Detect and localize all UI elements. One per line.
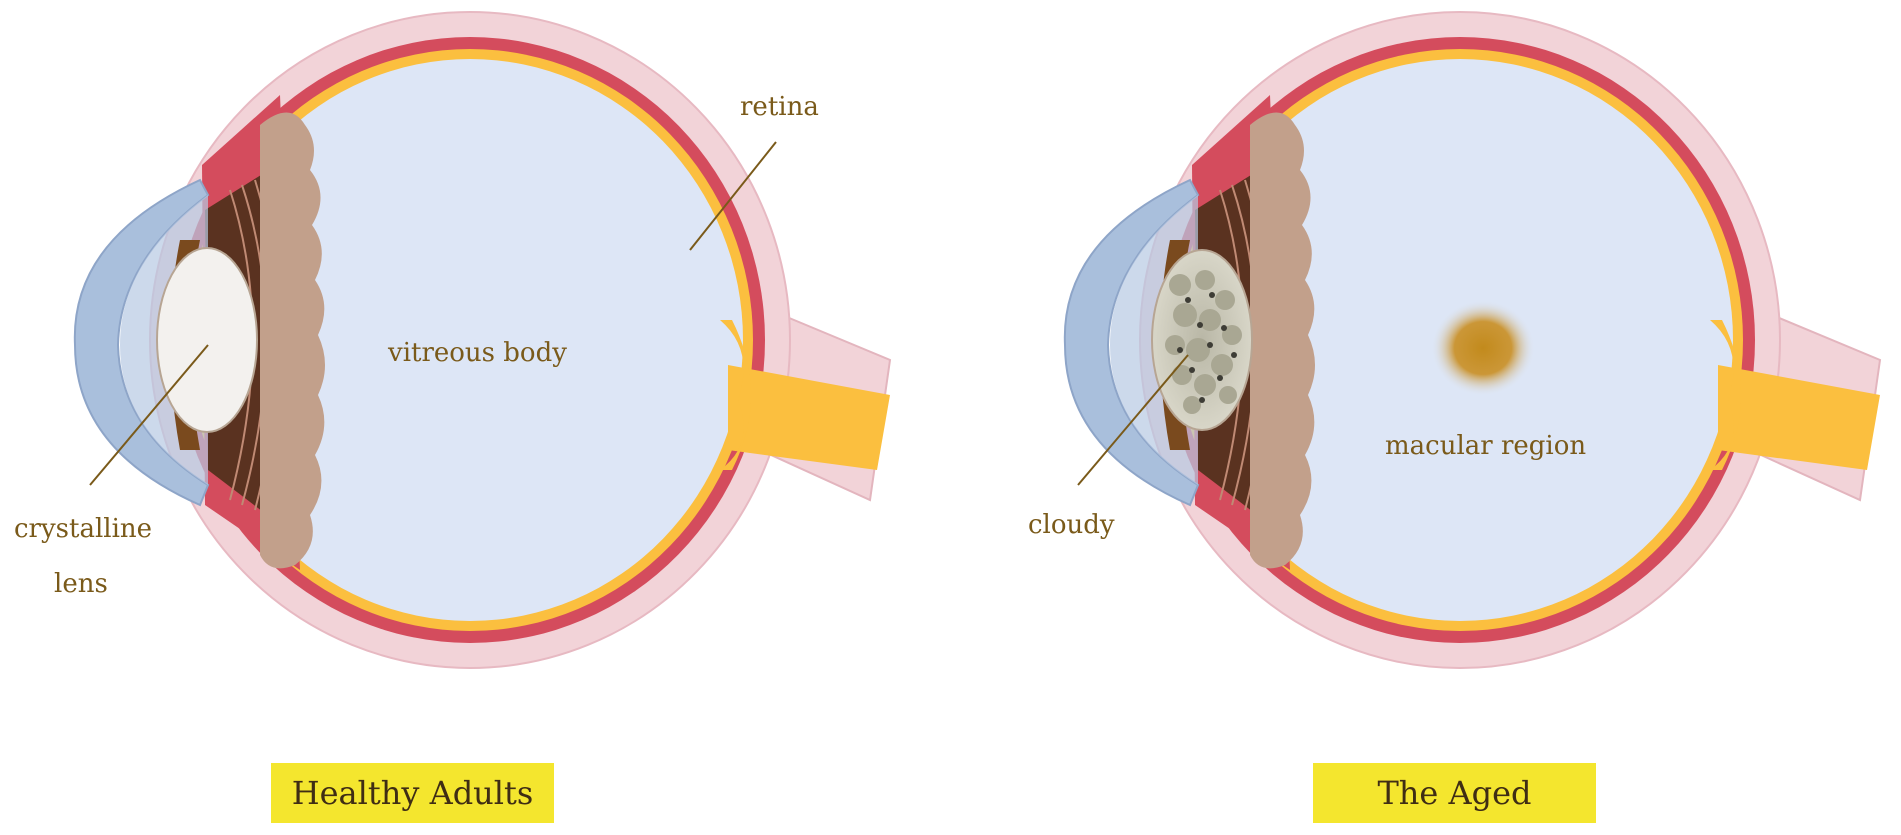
crystalline-lens: [156, 247, 258, 433]
vitreous-body-label: vitreous body: [387, 338, 567, 368]
cloudy-label: cloudy: [1028, 510, 1115, 540]
lens-label: lens: [54, 569, 108, 599]
lens-leader-line: [89, 344, 209, 486]
aged-eye: [1063, 11, 1881, 669]
cloudy-leader-line: [1077, 354, 1189, 486]
macular-region: [1431, 300, 1535, 396]
retina-leader-line: [689, 141, 777, 251]
healthy-adults-caption: Healthy Adults: [271, 763, 554, 823]
cloudy-spots: [1165, 270, 1242, 414]
the-aged-caption: The Aged: [1313, 763, 1596, 823]
healthy-eye: [73, 11, 891, 669]
opacity-dots: [1177, 292, 1237, 403]
retina-label: retina: [740, 92, 819, 122]
macular-region-label: macular region: [1385, 431, 1586, 461]
crystalline-label: crystalline: [14, 514, 152, 544]
